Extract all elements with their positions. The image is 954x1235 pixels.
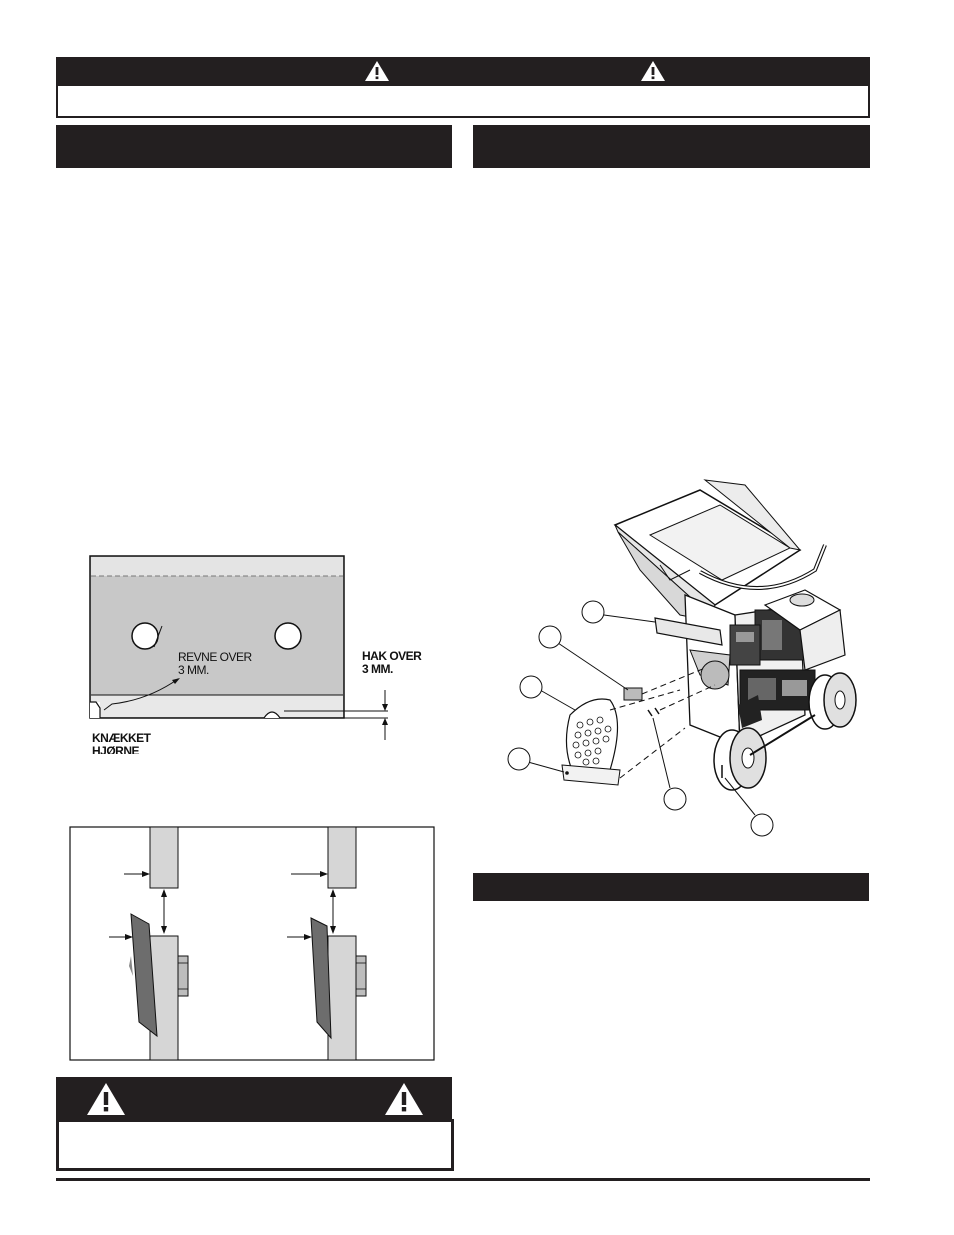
hopper — [613, 479, 827, 621]
bolt-hole — [131, 622, 159, 650]
bottom-warning-body — [56, 1119, 454, 1171]
broken-corner-label: KNÆKKET HJØRNE — [92, 732, 151, 754]
top-warning-body — [56, 84, 870, 118]
engine — [729, 589, 846, 728]
right-section-header — [473, 125, 870, 168]
blade-assembly-right — [287, 826, 367, 1061]
blade-gap-figure — [69, 826, 435, 1061]
bottom-warning-header — [56, 1077, 452, 1119]
footer-rule — [56, 1178, 870, 1181]
warning-triangle-icon — [87, 1083, 125, 1115]
notch-label: HAK OVER 3 MM. — [362, 649, 422, 676]
right-bottom-section-header — [473, 873, 869, 901]
crack-label: REVNE OVER 3 MM. — [178, 650, 252, 677]
warning-triangle-icon — [365, 61, 389, 81]
left-section-header — [56, 125, 452, 168]
discharge-screen — [561, 698, 621, 786]
warning-triangle-icon — [641, 61, 665, 81]
warning-triangle-icon — [385, 1083, 423, 1115]
assembly-lines — [609, 667, 716, 779]
deflector-plate — [654, 617, 723, 646]
mounting-bracket — [623, 687, 643, 701]
top-warning-header — [56, 57, 870, 84]
wheels — [713, 672, 857, 791]
callouts — [507, 600, 774, 837]
blade-body — [89, 555, 345, 719]
chipper-shredder-illustration — [507, 479, 857, 837]
bolt-hole — [274, 622, 302, 650]
blade-wear-figure — [89, 555, 388, 740]
blade-assembly-left — [109, 826, 189, 1061]
